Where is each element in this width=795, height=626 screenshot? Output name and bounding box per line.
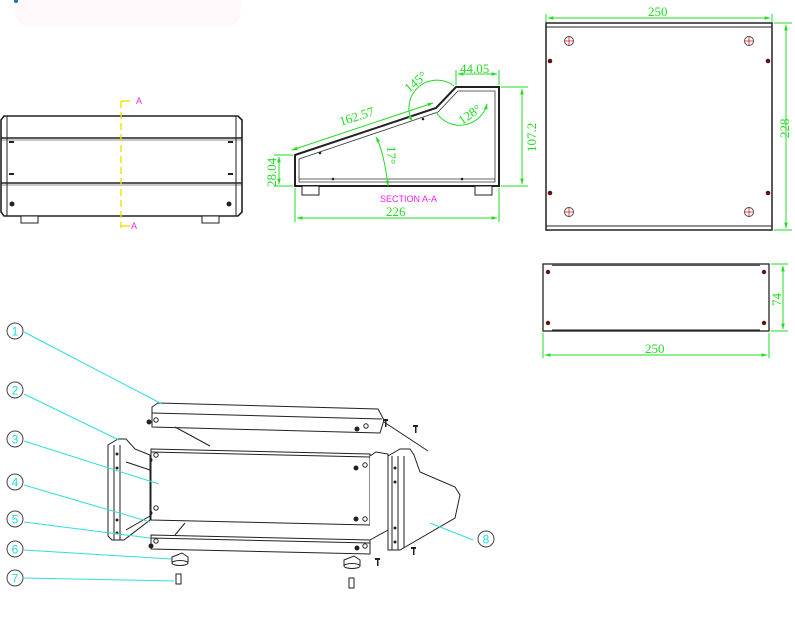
- balloon-1: 1: [6, 322, 24, 340]
- exploded-view: [107, 402, 461, 589]
- top-view: [545, 22, 773, 231]
- angle-upper-bend: 145°: [401, 68, 430, 95]
- section-marker-bottom: A: [131, 221, 137, 231]
- svg-text:2: 2: [12, 384, 19, 398]
- dim-slope-length: 162.57: [337, 103, 376, 128]
- section-view: [294, 86, 500, 196]
- svg-text:8: 8: [483, 533, 490, 547]
- section-dimensions: [274, 70, 528, 222]
- top-view-dimensions: [545, 14, 792, 231]
- balloon-5: 5: [6, 510, 24, 528]
- angle-slope: 17°: [384, 146, 399, 164]
- header-banner: [15, 0, 241, 26]
- svg-text:4: 4: [12, 476, 19, 490]
- balloon-6: 6: [6, 540, 24, 558]
- balloon-7: 7: [6, 569, 24, 587]
- header-dot: [14, 0, 18, 3]
- balloon-8: 8: [477, 530, 495, 548]
- section-label: SECTION A-A: [380, 194, 437, 204]
- dim-top-width: 250: [648, 4, 668, 19]
- svg-text:6: 6: [12, 543, 19, 557]
- dim-rear-height: 74: [769, 293, 784, 307]
- dim-overall-width: 226: [386, 204, 406, 219]
- leader-lines: [23, 331, 474, 582]
- svg-text:5: 5: [12, 513, 19, 527]
- dim-top-flat: 44.05: [460, 61, 489, 76]
- dim-front-height: 28.04: [264, 157, 279, 187]
- svg-text:7: 7: [12, 572, 19, 586]
- svg-text:1: 1: [12, 325, 19, 339]
- svg-text:3: 3: [12, 433, 19, 447]
- balloon-3: 3: [6, 430, 24, 448]
- rear-view-dimensions: [542, 263, 788, 358]
- dim-top-depth: 228: [777, 119, 792, 139]
- balloon-4: 4: [6, 473, 24, 491]
- dim-overall-height: 107.2: [524, 123, 539, 152]
- front-view: [0, 100, 243, 228]
- rear-view: [542, 263, 770, 332]
- section-marker-top: A: [136, 96, 142, 106]
- dim-rear-width: 250: [645, 341, 665, 356]
- balloon-2: 2: [6, 381, 24, 399]
